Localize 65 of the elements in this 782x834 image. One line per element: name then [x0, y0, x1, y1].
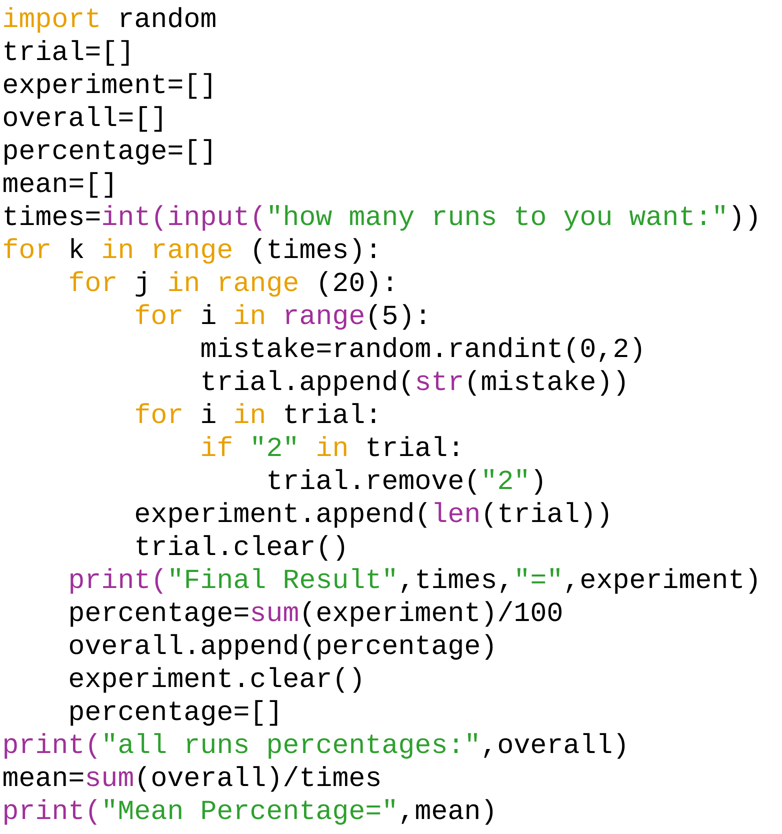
code-text: i — [202, 403, 216, 423]
code-text: (mistake)) — [468, 370, 625, 396]
code-text: percentage=[] — [4, 139, 212, 165]
code-text: print( — [70, 568, 163, 594]
code-text: "2" — [253, 436, 296, 456]
code-text: in — [318, 436, 346, 456]
code-text: "Final Result" — [170, 568, 394, 588]
code-text: k — [71, 238, 84, 258]
code-text: in — [103, 238, 132, 258]
code-text: "2" — [484, 469, 526, 489]
code-text: (overall)/times — [138, 766, 380, 792]
code-text: in — [235, 403, 264, 423]
code-text: "all runs percentages:" — [104, 733, 477, 759]
code-text: "Mean Percentage=" — [104, 799, 394, 825]
code-text: in — [235, 304, 264, 324]
code-text: range — [220, 276, 298, 297]
code-text: "how many runs to you want:" — [270, 205, 724, 231]
code-text: (experiment)/100 — [304, 601, 562, 627]
code-text: sum — [86, 771, 133, 786]
code-text: for — [136, 403, 182, 424]
code-text: trial=[] — [4, 40, 129, 66]
code-text: percentage=[] — [70, 700, 278, 726]
code-text: range — [154, 243, 232, 264]
code-text: random — [120, 7, 216, 28]
code-text: for — [70, 271, 116, 292]
code-text: ,mean) — [402, 799, 493, 825]
code-text: len — [434, 502, 478, 522]
code-text: mean=[] — [4, 172, 112, 198]
code-text: )) — [732, 205, 757, 231]
code-text: percentage= — [70, 602, 248, 627]
code-text: in — [169, 271, 198, 291]
code-text: overall.append(percentage) — [70, 634, 493, 660]
code-text: experiment.append( — [136, 502, 427, 528]
code-text: range — [286, 309, 364, 330]
code-text: ,experiment) — [566, 568, 757, 594]
code-text: "=" — [517, 568, 560, 584]
code-text: j — [136, 271, 146, 297]
code-text: for — [136, 304, 182, 324]
code-text: experiment.clear() — [70, 667, 361, 693]
code-text: mistake=random.randint(0,2) — [202, 337, 642, 363]
code-text: if — [202, 436, 232, 456]
code-text: experiment=[] — [4, 73, 212, 99]
code-text: sum — [252, 606, 298, 622]
code-text: (times): — [254, 238, 376, 264]
code-text: int(input( — [103, 205, 262, 231]
code-text: trial.clear() — [136, 535, 344, 561]
code-text: trial: — [285, 403, 376, 424]
code-text: (5): — [370, 304, 425, 330]
code-text: (20): — [320, 271, 392, 297]
code-text: str — [416, 372, 462, 390]
code-text: for — [4, 238, 50, 258]
code-text: trial.remove( — [268, 469, 476, 495]
code-text: i — [202, 304, 216, 324]
code-text: ,overall) — [484, 733, 625, 759]
code-text: print( — [4, 733, 97, 759]
code-text: ,times, — [402, 568, 506, 593]
code-text: import — [4, 7, 98, 33]
code-text: print( — [4, 799, 97, 825]
code-text: overall=[] — [4, 106, 162, 132]
code-text: trial.append( — [202, 370, 410, 396]
code-text: (trial)) — [485, 502, 608, 528]
code-text: mean= — [4, 771, 84, 786]
code-text: ) — [534, 469, 542, 495]
code-text: trial: — [368, 436, 458, 456]
code-text: times= — [4, 205, 100, 226]
